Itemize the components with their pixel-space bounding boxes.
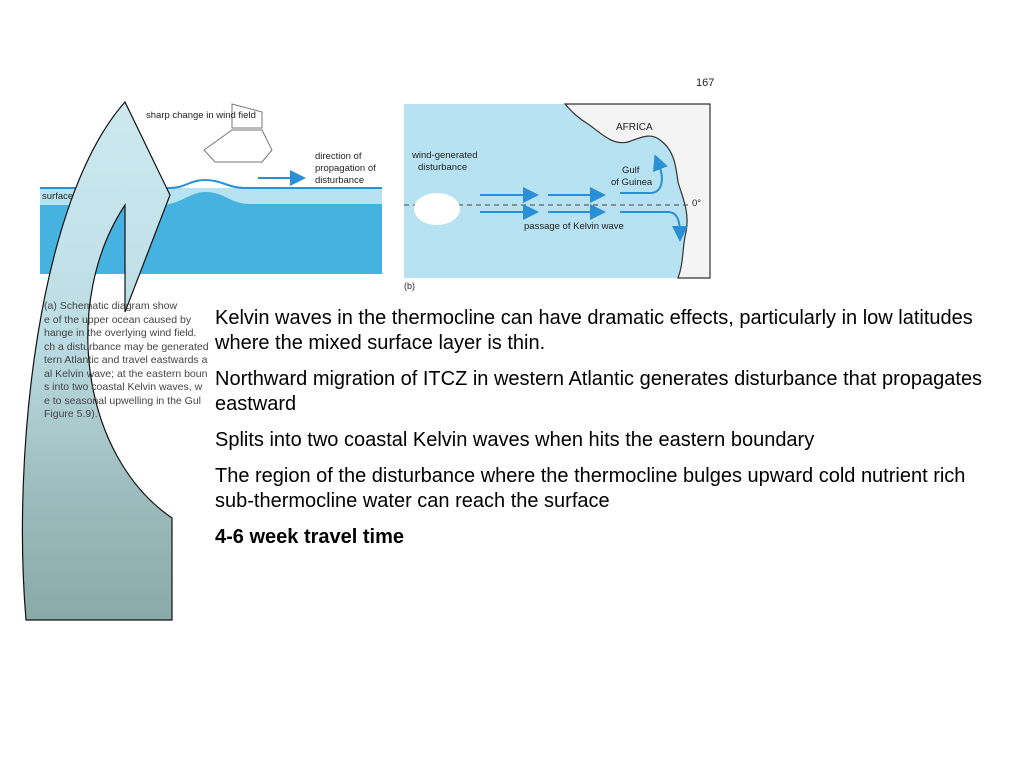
page-number: 167 — [696, 77, 714, 89]
figure-caption: (a) Schematic diagram show e of the uppe… — [44, 300, 214, 422]
wind-sail-icon — [231, 103, 263, 129]
caption-line: e to seasonal upwelling in the Gul — [44, 394, 202, 407]
bullet-itcz-migration: Northward migration of ITCZ in western A… — [215, 368, 983, 415]
label-surface-layer: surface la — [42, 191, 84, 202]
label-gulf-2: of Guinea — [611, 177, 653, 188]
panel-a-surface-line — [40, 178, 382, 189]
caption-line: Figure 5.9). — [44, 408, 98, 420]
label-kelvin-passage: passage of Kelvin wave — [524, 221, 624, 232]
caption-line: e of the upper ocean caused by — [44, 313, 192, 326]
caption-line: s into two coastal Kelvin waves, w — [44, 381, 203, 393]
label-direction-1: direction of — [315, 151, 362, 162]
coastal-kelvin-north-arrow — [620, 154, 668, 194]
slide-bullets: Kelvin waves in the thermocline can have… — [215, 306, 985, 561]
disturbance-blob — [414, 193, 460, 225]
label-panel-b: (b) — [404, 281, 415, 291]
bullet-coastal-split: Splits into two coastal Kelvin waves whe… — [215, 429, 815, 451]
coastal-kelvin-south-arrow — [620, 211, 688, 242]
caption-line: tern Atlantic and travel eastwards a — [44, 354, 208, 366]
bullet-travel-time: 4-6 week travel time — [215, 526, 404, 548]
label-disturbance-2: disturbance — [418, 162, 467, 173]
label-disturbance-1: wind-generated — [411, 150, 478, 161]
caption-line: al Kelvin wave; at the eastern boun — [44, 367, 208, 380]
label-equator: 0° — [692, 198, 701, 209]
label-gulf-1: Gulf — [622, 165, 640, 176]
label-direction-2: propagation of — [315, 163, 376, 174]
label-africa: AFRICA — [616, 122, 653, 133]
label-wind-change: sharp change in wind field — [146, 110, 256, 121]
curved-arrow-shape — [21, 100, 173, 621]
caption-line: ch a disturbance may be generated — [44, 340, 209, 353]
wind-change-icon — [203, 129, 273, 163]
bullet-upwelling: The region of the disturbance where the … — [215, 465, 966, 512]
panel-b: AFRICA wind-generated disturbance Gulf o… — [404, 103, 711, 291]
bullet-kelvin-effects: Kelvin waves in the thermocline can have… — [215, 307, 973, 354]
caption-line: (a) Schematic diagram show — [44, 300, 178, 312]
caption-line: hange in the overlying wind field. — [44, 327, 197, 339]
label-direction-3: disturbance — [315, 175, 364, 186]
